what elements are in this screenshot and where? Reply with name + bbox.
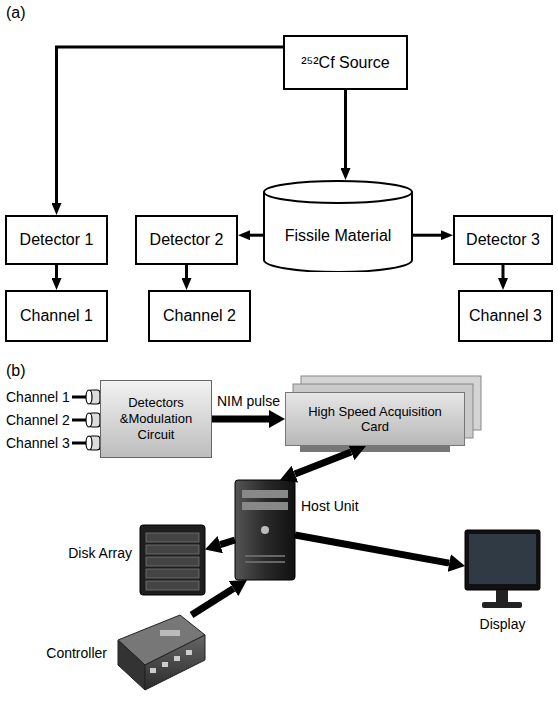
display: Display [465,530,540,610]
channel-box: Channel 3 [458,290,553,342]
connector-arrow [502,265,505,278]
icon-label: Display [480,616,526,632]
panel-label: (b) [6,362,26,380]
detector-box: Detector 1 [5,215,108,265]
material-cylinder: Fissile Material [263,180,413,272]
controller-icon [118,615,205,690]
edge-label: NIM pulse [215,393,282,409]
host-tower-icon [235,480,295,580]
box-label: Detector 3 [466,231,540,249]
connector-arrow [192,589,234,615]
connector-arrow [295,452,351,474]
detector-box: Detector 2 [135,215,238,265]
box-label: ²⁵²Cf Source [301,54,389,72]
connector-arrow [295,535,449,563]
disk-array-icon [140,525,205,595]
cylinder-outline [263,180,413,272]
connector-arrow [250,234,263,237]
connector-arrow [212,416,269,423]
host-unit: Host Unit [235,480,295,580]
icon-label: Host Unit [301,498,359,514]
icon-label: Disk Array [68,545,132,561]
detector-box: Detector 3 [453,215,553,265]
box-label: Detectors &Modulation Circuit [107,395,205,444]
connector-arrow [413,234,441,237]
icon-label: Controller [46,645,107,661]
box-label: High Speed Acquisition Card [294,404,456,434]
channel-label: Channel 2 [6,412,70,428]
disk-array: Disk Array [140,525,205,595]
channel-label: Channel 3 [6,435,70,451]
box-label: Channel 1 [20,307,93,325]
channel-label: Channel 1 [6,389,70,405]
box-label: Detector 2 [150,231,224,249]
connector-arrow [185,265,188,278]
box-label: Fissile Material [285,227,392,245]
connector-arrow [55,265,58,278]
acquisition-card: High Speed Acquisition Card [285,392,465,446]
channel-box: Channel 1 [5,290,108,342]
box-label: Channel 3 [469,307,542,325]
box-label: Detector 1 [20,231,94,249]
connector-arrow [344,90,347,168]
circuit-box: Detectors &Modulation Circuit [100,380,212,458]
controller: Controller [115,615,205,690]
panel-label: (a) [6,4,26,22]
connector-arrow [57,47,284,203]
source-box: ²⁵²Cf Source [283,35,408,90]
display-icon [465,530,540,608]
channel-inputs [72,390,100,450]
connector-arrow [220,540,235,545]
box-label: Channel 2 [163,307,236,325]
channel-box: Channel 2 [148,290,251,342]
